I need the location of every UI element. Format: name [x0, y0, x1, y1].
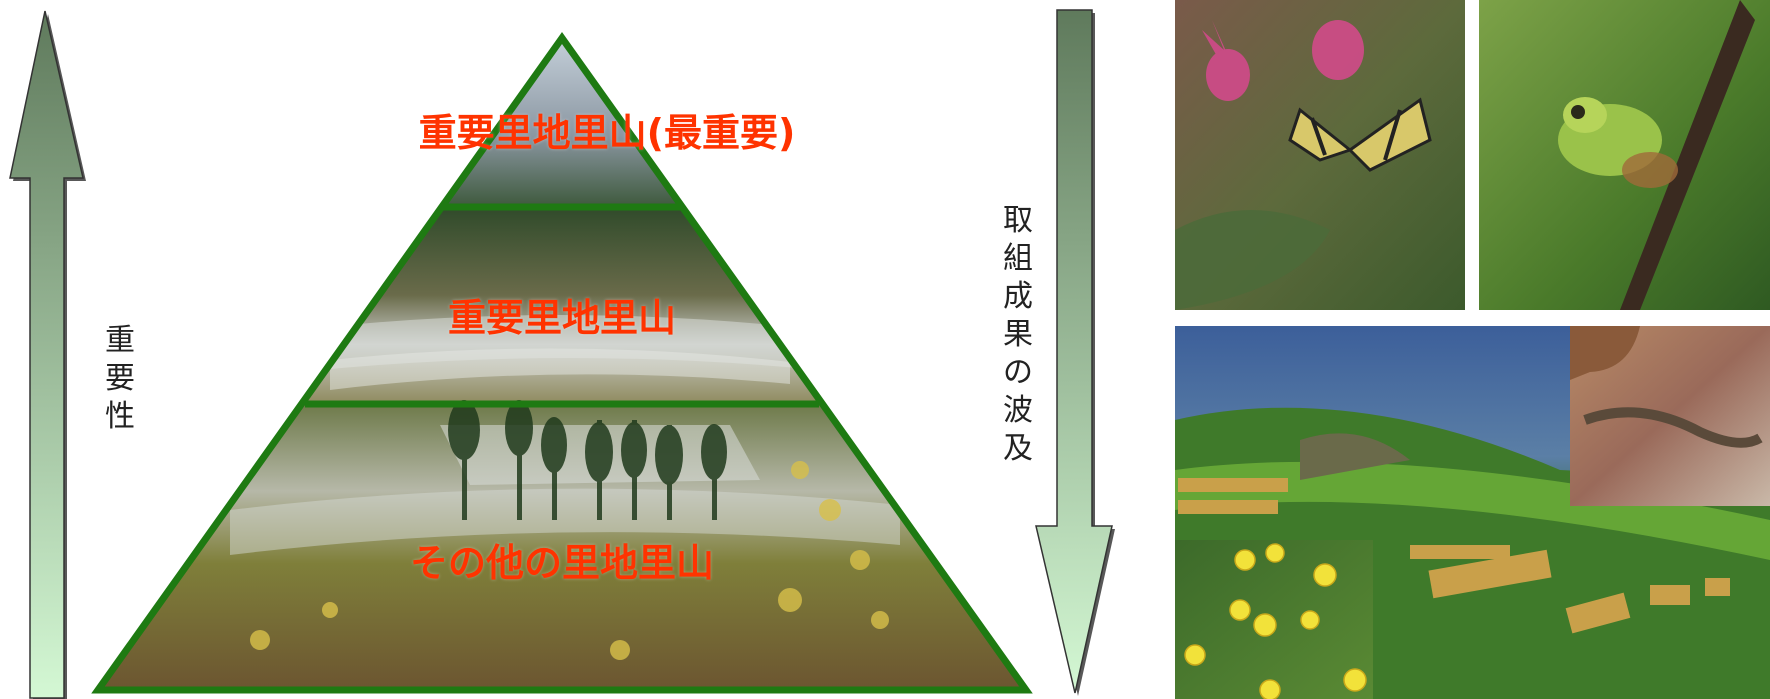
tier-label-important: 重要里地里山 — [447, 296, 676, 340]
ripple-effect-arrow — [1035, 9, 1115, 696]
yellow-flowers-photo — [1175, 540, 1373, 699]
importance-arrow — [9, 10, 86, 699]
tier-label-other: その他の里地里山 — [409, 541, 714, 585]
salamander-icon — [1583, 407, 1763, 448]
tree-frog-photo — [1479, 0, 1770, 310]
butterfly-icon — [1288, 97, 1432, 172]
frog-icon — [1558, 97, 1678, 188]
importance-label: 重要性 — [105, 323, 135, 434]
tier-label-most-important: 重要里地里山(最重要) — [418, 111, 796, 155]
salamander-photo — [1570, 326, 1770, 506]
pyramid-outline — [91, 31, 1033, 694]
butterfly-on-katakuri-photo — [1175, 0, 1465, 310]
yellow-flower-icon — [1184, 543, 1367, 699]
ripple-effect-label: 取組成果の波及 — [1003, 203, 1033, 466]
